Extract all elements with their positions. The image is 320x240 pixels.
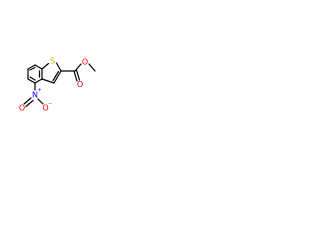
bond-n-o-single xyxy=(37,98,44,105)
bond-n-o-double-b xyxy=(25,99,34,108)
bond-ccarbonyl-o-double-a xyxy=(73,70,78,82)
bond-o-methyl xyxy=(88,63,96,72)
nitro-nitrogen-label: N xyxy=(32,91,38,100)
nitro-oxygen-single-label: O xyxy=(42,104,48,113)
bond-ccarbonyl-o-double-b xyxy=(75,69,81,81)
ester-oxygen-label: O xyxy=(82,58,88,67)
nitrogen-positive-charge: + xyxy=(37,88,41,94)
carbonyl-oxygen-label: O xyxy=(77,80,83,89)
bond-c4-c5-inner xyxy=(29,76,36,81)
bond-ccarbonyl-o-ester xyxy=(74,63,82,72)
bond-s-c2 xyxy=(55,62,62,72)
bond-c2-c3-inner xyxy=(52,70,60,82)
bond-n-o-double-a xyxy=(23,97,32,105)
bonds xyxy=(23,62,96,108)
bond-c4-c5 xyxy=(27,78,36,84)
sulfur-atom-label: S xyxy=(50,57,55,66)
bond-c7a-s xyxy=(41,62,50,70)
bond-c6-c7 xyxy=(27,64,36,70)
bond-c3a-c4 xyxy=(34,78,43,84)
bond-c7-c7a xyxy=(34,64,43,70)
oxygen-negative-charge: − xyxy=(48,101,52,107)
nitro-oxygen-double-label: O xyxy=(19,104,25,113)
structure-diagram: S O O N + O O − xyxy=(19,57,96,113)
bond-c6-c7-inner xyxy=(29,66,36,71)
bond-c3-c3a xyxy=(41,78,55,84)
bond-c2-c3 xyxy=(53,70,62,84)
